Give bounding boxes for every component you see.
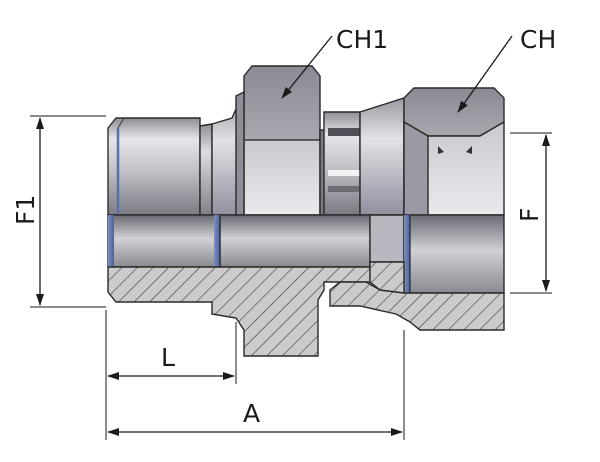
hatched-section <box>107 261 505 357</box>
label-ch1: CH1 <box>336 25 388 54</box>
hex-nut-ch1 <box>235 65 321 216</box>
hex-nut-ch <box>403 87 505 216</box>
label-f: F <box>515 208 544 222</box>
label-f1: F1 <box>11 195 40 225</box>
label-l: L <box>161 343 175 372</box>
leader-lines <box>281 35 513 113</box>
dimension-lines <box>36 117 550 436</box>
bore-section <box>107 214 505 294</box>
extension-lines <box>30 115 552 440</box>
groove-ring <box>319 111 361 216</box>
label-a: A <box>243 399 260 428</box>
male-stud-end <box>107 99 241 216</box>
swivel-cone <box>359 97 405 216</box>
label-ch: CH <box>520 25 556 54</box>
